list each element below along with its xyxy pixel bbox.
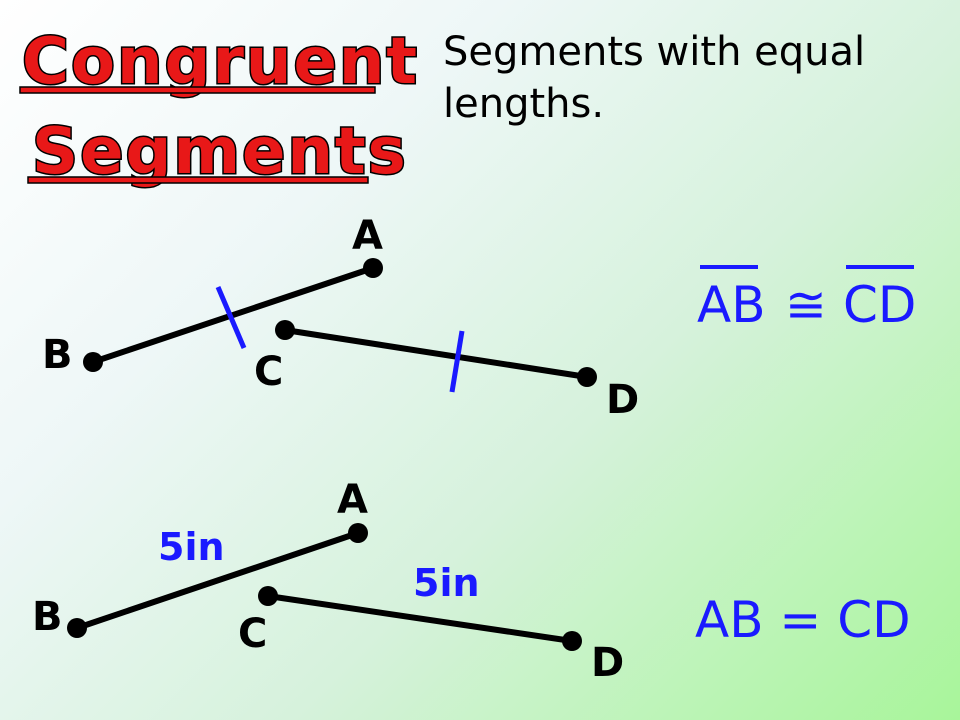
figure-bottom: A B C D 5in 5in [32, 477, 624, 686]
point-b-top [83, 352, 103, 372]
segment-cd-bottom [267, 593, 573, 644]
tick-mark-ab [215, 286, 247, 349]
label-d-top: D [606, 377, 639, 423]
figure-top: A B C D [42, 213, 639, 423]
label-a-bottom: A [337, 477, 368, 523]
point-c-bottom [258, 586, 278, 606]
point-b-bottom [67, 618, 87, 638]
congruent-symbol: ≅ [785, 276, 827, 334]
point-c-top [275, 320, 295, 340]
label-a-top: A [352, 213, 383, 259]
definition-text: Segments with equal lengths. [443, 29, 866, 127]
label-d-bottom: D [591, 640, 624, 686]
length-label-cd: 5in [413, 561, 480, 605]
point-d-top [577, 367, 597, 387]
length-label-ab: 5in [158, 525, 225, 569]
label-b-bottom: B [32, 594, 63, 640]
point-d-bottom [562, 631, 582, 651]
equality-statement: AB = CD [695, 591, 911, 649]
title-underline-2 [27, 176, 369, 184]
point-a-top [363, 258, 383, 278]
statement-left: AB [697, 276, 766, 334]
segment-ab-top [92, 265, 374, 365]
segment-ab-bottom [76, 530, 359, 631]
title-art: Congruent Segments [19, 24, 419, 191]
congruence-statement: AB ≅ CD [697, 265, 916, 334]
tick-mark-cd [449, 330, 465, 393]
title-underline-1 [19, 86, 376, 94]
statement-right: CD [843, 276, 916, 334]
label-c-bottom: C [238, 611, 267, 657]
point-a-bottom [348, 523, 368, 543]
label-b-top: B [42, 332, 73, 378]
label-c-top: C [254, 349, 283, 395]
segment-cd-top [284, 327, 588, 380]
